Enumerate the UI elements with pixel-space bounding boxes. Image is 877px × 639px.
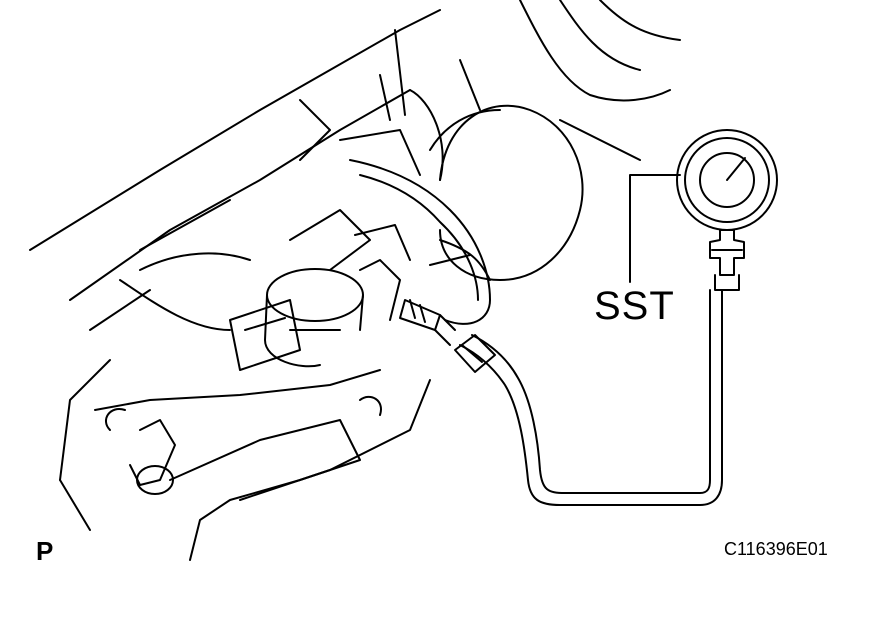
valve-body — [230, 210, 410, 370]
figure-code: C116396E01 — [724, 539, 828, 559]
pressure-gauge — [677, 130, 777, 290]
sst-leader-line — [630, 175, 680, 282]
pressure-port-fitting — [400, 300, 455, 345]
transmission-housing — [30, 0, 680, 560]
sst-label: SST — [594, 284, 675, 328]
gauge-hose — [455, 290, 722, 505]
cooler-lines — [140, 160, 490, 324]
lower-bracket — [106, 397, 381, 494]
view-marker: P — [36, 536, 54, 566]
oil-pan — [430, 106, 583, 280]
